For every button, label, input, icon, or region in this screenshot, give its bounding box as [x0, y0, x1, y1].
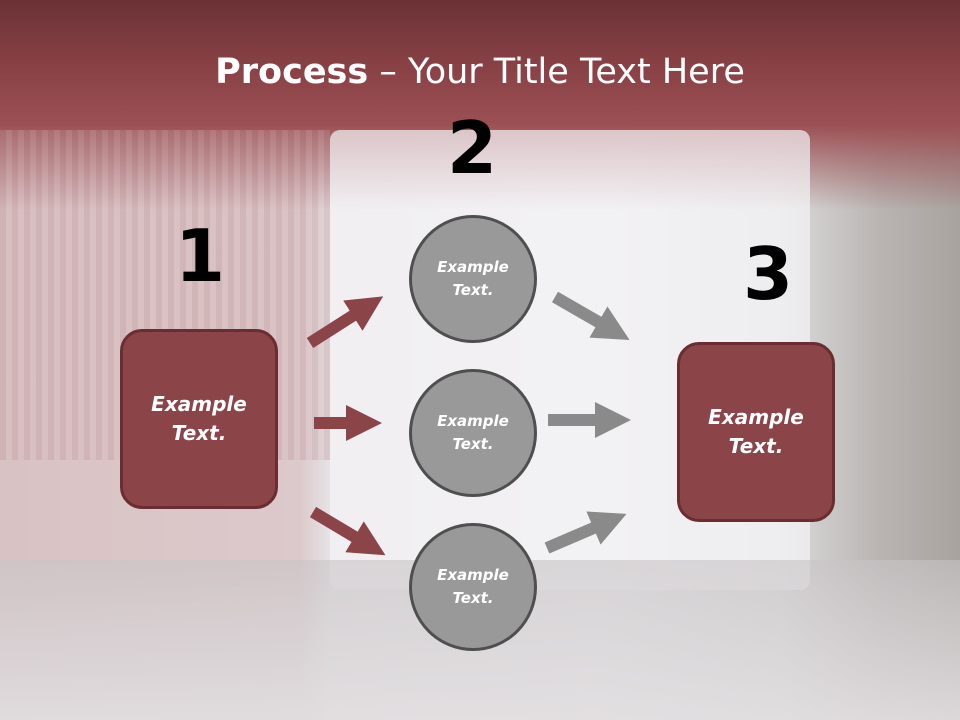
step-2-circle-3: Example Text. [409, 523, 537, 651]
step-1-text: Example Text. [151, 392, 247, 445]
step-3-text: Example Text. [708, 405, 804, 458]
arrow-2c-to-3 [544, 511, 627, 554]
arrow-2a-to-3 [552, 291, 630, 340]
title-rest: – Your Title Text Here [368, 52, 745, 92]
step-3-box: Example Text. [677, 342, 835, 522]
step-number-3: 3 [742, 232, 794, 316]
step-2-circle-1: Example Text. [409, 215, 537, 343]
step-number-1: 1 [174, 214, 226, 298]
title-bold: Process [215, 52, 369, 92]
step-number-2: 2 [446, 106, 498, 190]
slide-title: Process – Your Title Text Here [0, 52, 960, 92]
arrow-1-to-2a [306, 296, 384, 349]
circle-1-text: Example Text. [437, 258, 509, 299]
step-2-circle-2: Example Text. [409, 369, 537, 497]
circle-3-text: Example Text. [437, 566, 509, 607]
step-1-box: Example Text. [120, 329, 278, 509]
circle-2-text: Example Text. [437, 412, 509, 453]
arrow-1-to-2c [309, 506, 386, 556]
